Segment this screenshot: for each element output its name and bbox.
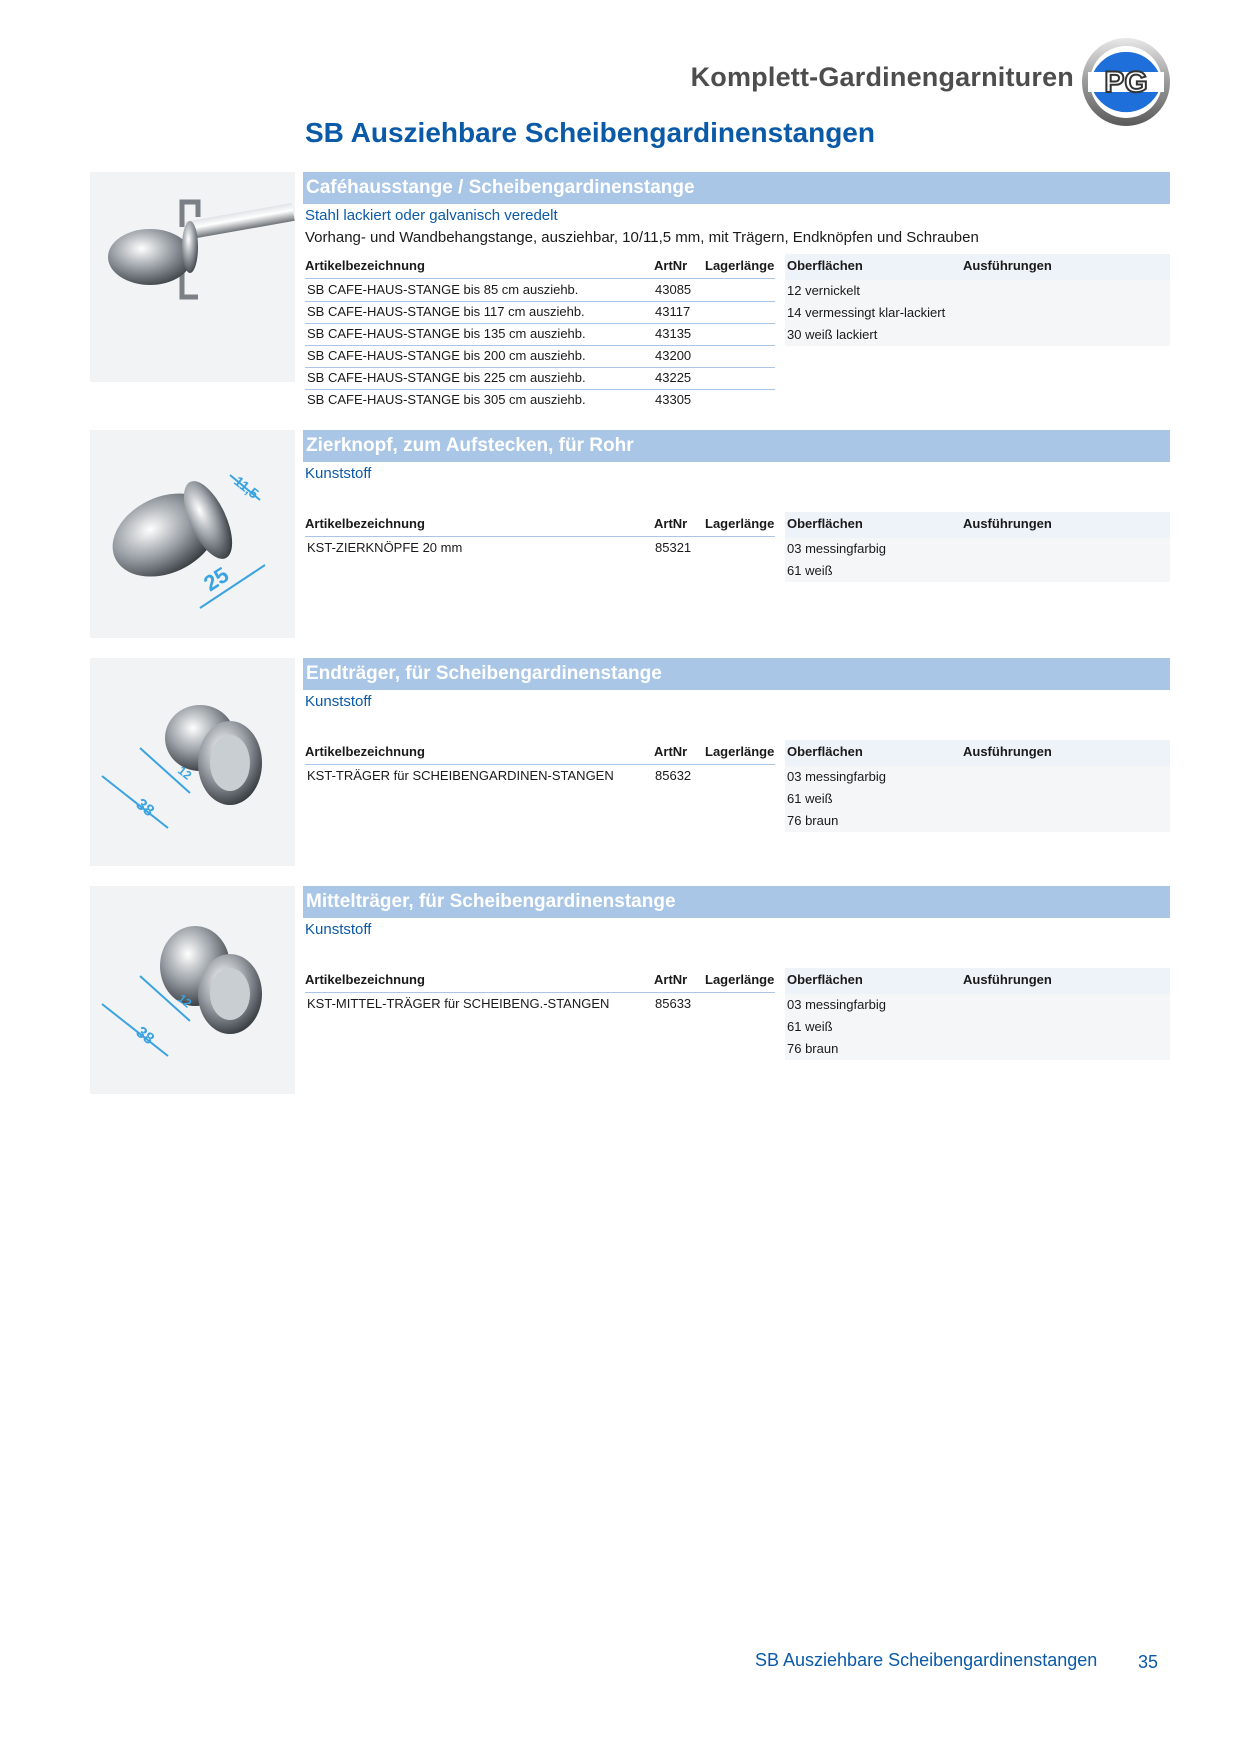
row-name: SB CAFE-HAUS-STANGE bis 200 cm ausziehb. bbox=[307, 348, 586, 363]
table-row: SB CAFE-HAUS-STANGE bis 117 cm ausziehb.… bbox=[305, 301, 775, 324]
col-header-lagerlaenge: Lagerlänge bbox=[705, 972, 775, 987]
header-right-bg bbox=[785, 254, 1170, 280]
col-header-ausfuehrungen: Ausführungen bbox=[963, 972, 1052, 987]
col-header-bezeichnung: Artikelbezeichnung bbox=[305, 516, 425, 531]
col-header-oberflaechen: Oberflächen bbox=[787, 972, 863, 987]
row-name: SB CAFE-HAUS-STANGE bis 117 cm ausziehb. bbox=[307, 304, 585, 319]
row-artnr: 85633 bbox=[655, 996, 692, 1011]
row-name: SB CAFE-HAUS-STANGE bis 135 cm ausziehb. bbox=[307, 326, 586, 341]
col-header-artnr: ArtNr bbox=[654, 516, 688, 531]
col-header-artnr: ArtNr bbox=[654, 972, 688, 987]
row-artnr: 43117 bbox=[655, 304, 691, 319]
row-artnr: 43085 bbox=[655, 282, 692, 297]
col-header-bezeichnung: Artikelbezeichnung bbox=[305, 744, 425, 759]
row-artnr: 85321 bbox=[655, 540, 692, 555]
section-title-bar: Caféhausstange / Scheibengardinenstange bbox=[303, 172, 1170, 204]
col-header-bezeichnung: Artikelbezeichnung bbox=[305, 258, 425, 273]
row-name: KST-MITTEL-TRÄGER für SCHEIBENG.-STANGEN bbox=[307, 996, 610, 1011]
product-table: Artikelbezeichnung ArtNr Lagerlänge Ober… bbox=[305, 740, 1170, 832]
surface-item: 03 messingfarbig bbox=[787, 541, 886, 556]
table-row: SB CAFE-HAUS-STANGE bis 225 cm ausziehb.… bbox=[305, 367, 775, 390]
row-name: SB CAFE-HAUS-STANGE bis 85 cm ausziehb. bbox=[307, 282, 579, 297]
table-row: SB CAFE-HAUS-STANGE bis 200 cm ausziehb.… bbox=[305, 345, 775, 368]
row-artnr: 43305 bbox=[655, 392, 692, 407]
surface-item: 76 braun bbox=[787, 813, 839, 828]
row-name: KST-TRÄGER für SCHEIBENGARDINEN-STANGEN bbox=[307, 768, 614, 783]
product-image-mitteltraeger: 38 12 bbox=[90, 886, 295, 1094]
material-label: Stahl lackiert oder galvanisch veredelt bbox=[305, 207, 558, 224]
header-title: Komplett-Gardinengarnituren bbox=[690, 62, 1074, 92]
surfaces-box: 12 vernickelt 14 vermessingt klar-lackie… bbox=[785, 280, 1170, 346]
section-title-bar: Endträger, für Scheibengardinenstange bbox=[303, 658, 1170, 690]
row-name: KST-ZIERKNÖPFE 20 mm bbox=[307, 540, 463, 555]
pg-logo: PG bbox=[1080, 36, 1172, 128]
col-header-oberflaechen: Oberflächen bbox=[787, 744, 863, 759]
col-header-artnr: ArtNr bbox=[654, 744, 688, 759]
col-header-lagerlaenge: Lagerlänge bbox=[705, 744, 775, 759]
divider bbox=[305, 536, 775, 537]
col-header-oberflaechen: Oberflächen bbox=[787, 516, 863, 531]
col-header-lagerlaenge: Lagerlänge bbox=[705, 516, 775, 531]
section-title-bar: Zierknopf, zum Aufstecken, für Rohr bbox=[303, 430, 1170, 462]
row-artnr: 43135 bbox=[655, 326, 692, 341]
surface-item: 30 weiß lackiert bbox=[787, 327, 878, 342]
product-image-cafehausstange bbox=[90, 172, 295, 382]
row-artnr: 85632 bbox=[655, 768, 692, 783]
row-artnr: 43225 bbox=[655, 370, 692, 385]
table-row: SB CAFE-HAUS-STANGE bis 135 cm ausziehb.… bbox=[305, 323, 775, 346]
surface-item: 14 vermessingt klar-lackiert bbox=[787, 305, 946, 320]
row-artnr: 43200 bbox=[655, 348, 692, 363]
product-image-endtraeger: 38 12 bbox=[90, 658, 295, 866]
divider bbox=[305, 764, 775, 765]
description-label: Vorhang- und Wandbehangstange, ausziehba… bbox=[305, 229, 979, 246]
product-table: Artikelbezeichnung ArtNr Lagerlänge Ober… bbox=[305, 512, 1170, 582]
divider bbox=[305, 992, 775, 993]
table-row: SB CAFE-HAUS-STANGE bis 305 cm ausziehb.… bbox=[305, 389, 775, 411]
product-section-mitteltraeger: 38 12 Mittelträger, für Scheibengardinen… bbox=[90, 886, 1170, 1096]
product-table: Artikelbezeichnung ArtNr Lagerlänge Ober… bbox=[305, 254, 1170, 414]
footer-title: SB Ausziehbare Scheibengardinenstangen bbox=[755, 1650, 1098, 1670]
product-section-endtraeger: 38 12 Endträger, für Scheibengardinensta… bbox=[90, 658, 1170, 868]
material-label: Kunststoff bbox=[305, 465, 372, 482]
col-header-ausfuehrungen: Ausführungen bbox=[963, 744, 1052, 759]
table-row: KST-MITTEL-TRÄGER für SCHEIBENG.-STANGEN… bbox=[305, 993, 775, 1015]
col-header-artnr: ArtNr bbox=[654, 258, 688, 273]
surfaces-box: 03 messingfarbig 61 weiß 76 braun bbox=[785, 994, 1170, 1060]
table-row: SB CAFE-HAUS-STANGE bis 85 cm ausziehb. 4… bbox=[305, 279, 775, 302]
dimension-label: 25 bbox=[199, 562, 233, 596]
col-header-oberflaechen: Oberflächen bbox=[787, 258, 863, 273]
divider bbox=[305, 278, 775, 279]
header-right-bg bbox=[785, 968, 1170, 994]
col-header-ausfuehrungen: Ausführungen bbox=[963, 258, 1052, 273]
surfaces-box: 03 messingfarbig 61 weiß 76 braun bbox=[785, 766, 1170, 832]
product-table: Artikelbezeichnung ArtNr Lagerlänge Ober… bbox=[305, 968, 1170, 1060]
col-header-lagerlaenge: Lagerlänge bbox=[705, 258, 775, 273]
material-label: Kunststoff bbox=[305, 693, 372, 710]
table-row: KST-TRÄGER für SCHEIBENGARDINEN-STANGEN 8… bbox=[305, 765, 775, 787]
col-header-bezeichnung: Artikelbezeichnung bbox=[305, 972, 425, 987]
section-title-bar: Mittelträger, für Scheibengardinenstange bbox=[303, 886, 1170, 918]
page-number: 35 bbox=[1138, 1652, 1159, 1672]
page-title: SB Ausziehbare Scheibengardinenstangen bbox=[305, 117, 875, 148]
product-image-zierknopf: 25 11,5 bbox=[90, 430, 295, 638]
surface-item: 61 weiß bbox=[787, 1019, 833, 1034]
surface-item: 12 vernickelt bbox=[787, 283, 860, 298]
product-section-zierknopf: 25 11,5 Zierknopf, zum Aufstecken, für R… bbox=[90, 430, 1170, 640]
header-right-bg bbox=[785, 512, 1170, 538]
table-row: KST-ZIERKNÖPFE 20 mm 85321 bbox=[305, 537, 775, 559]
surfaces-box: 03 messingfarbig 61 weiß bbox=[785, 538, 1170, 582]
surface-item: 61 weiß bbox=[787, 791, 833, 806]
material-label: Kunststoff bbox=[305, 921, 372, 938]
surface-item: 03 messingfarbig bbox=[787, 769, 886, 784]
product-section-cafehausstange: Caféhausstange / Scheibengardinenstange … bbox=[90, 172, 1170, 412]
row-name: SB CAFE-HAUS-STANGE bis 225 cm ausziehb. bbox=[307, 370, 586, 385]
logo-text: PG bbox=[1104, 66, 1147, 99]
col-header-ausfuehrungen: Ausführungen bbox=[963, 516, 1052, 531]
surface-item: 61 weiß bbox=[787, 563, 833, 578]
surface-item: 76 braun bbox=[787, 1041, 839, 1056]
header-right-bg bbox=[785, 740, 1170, 766]
surface-item: 03 messingfarbig bbox=[787, 997, 886, 1012]
row-name: SB CAFE-HAUS-STANGE bis 305 cm ausziehb. bbox=[307, 392, 586, 407]
